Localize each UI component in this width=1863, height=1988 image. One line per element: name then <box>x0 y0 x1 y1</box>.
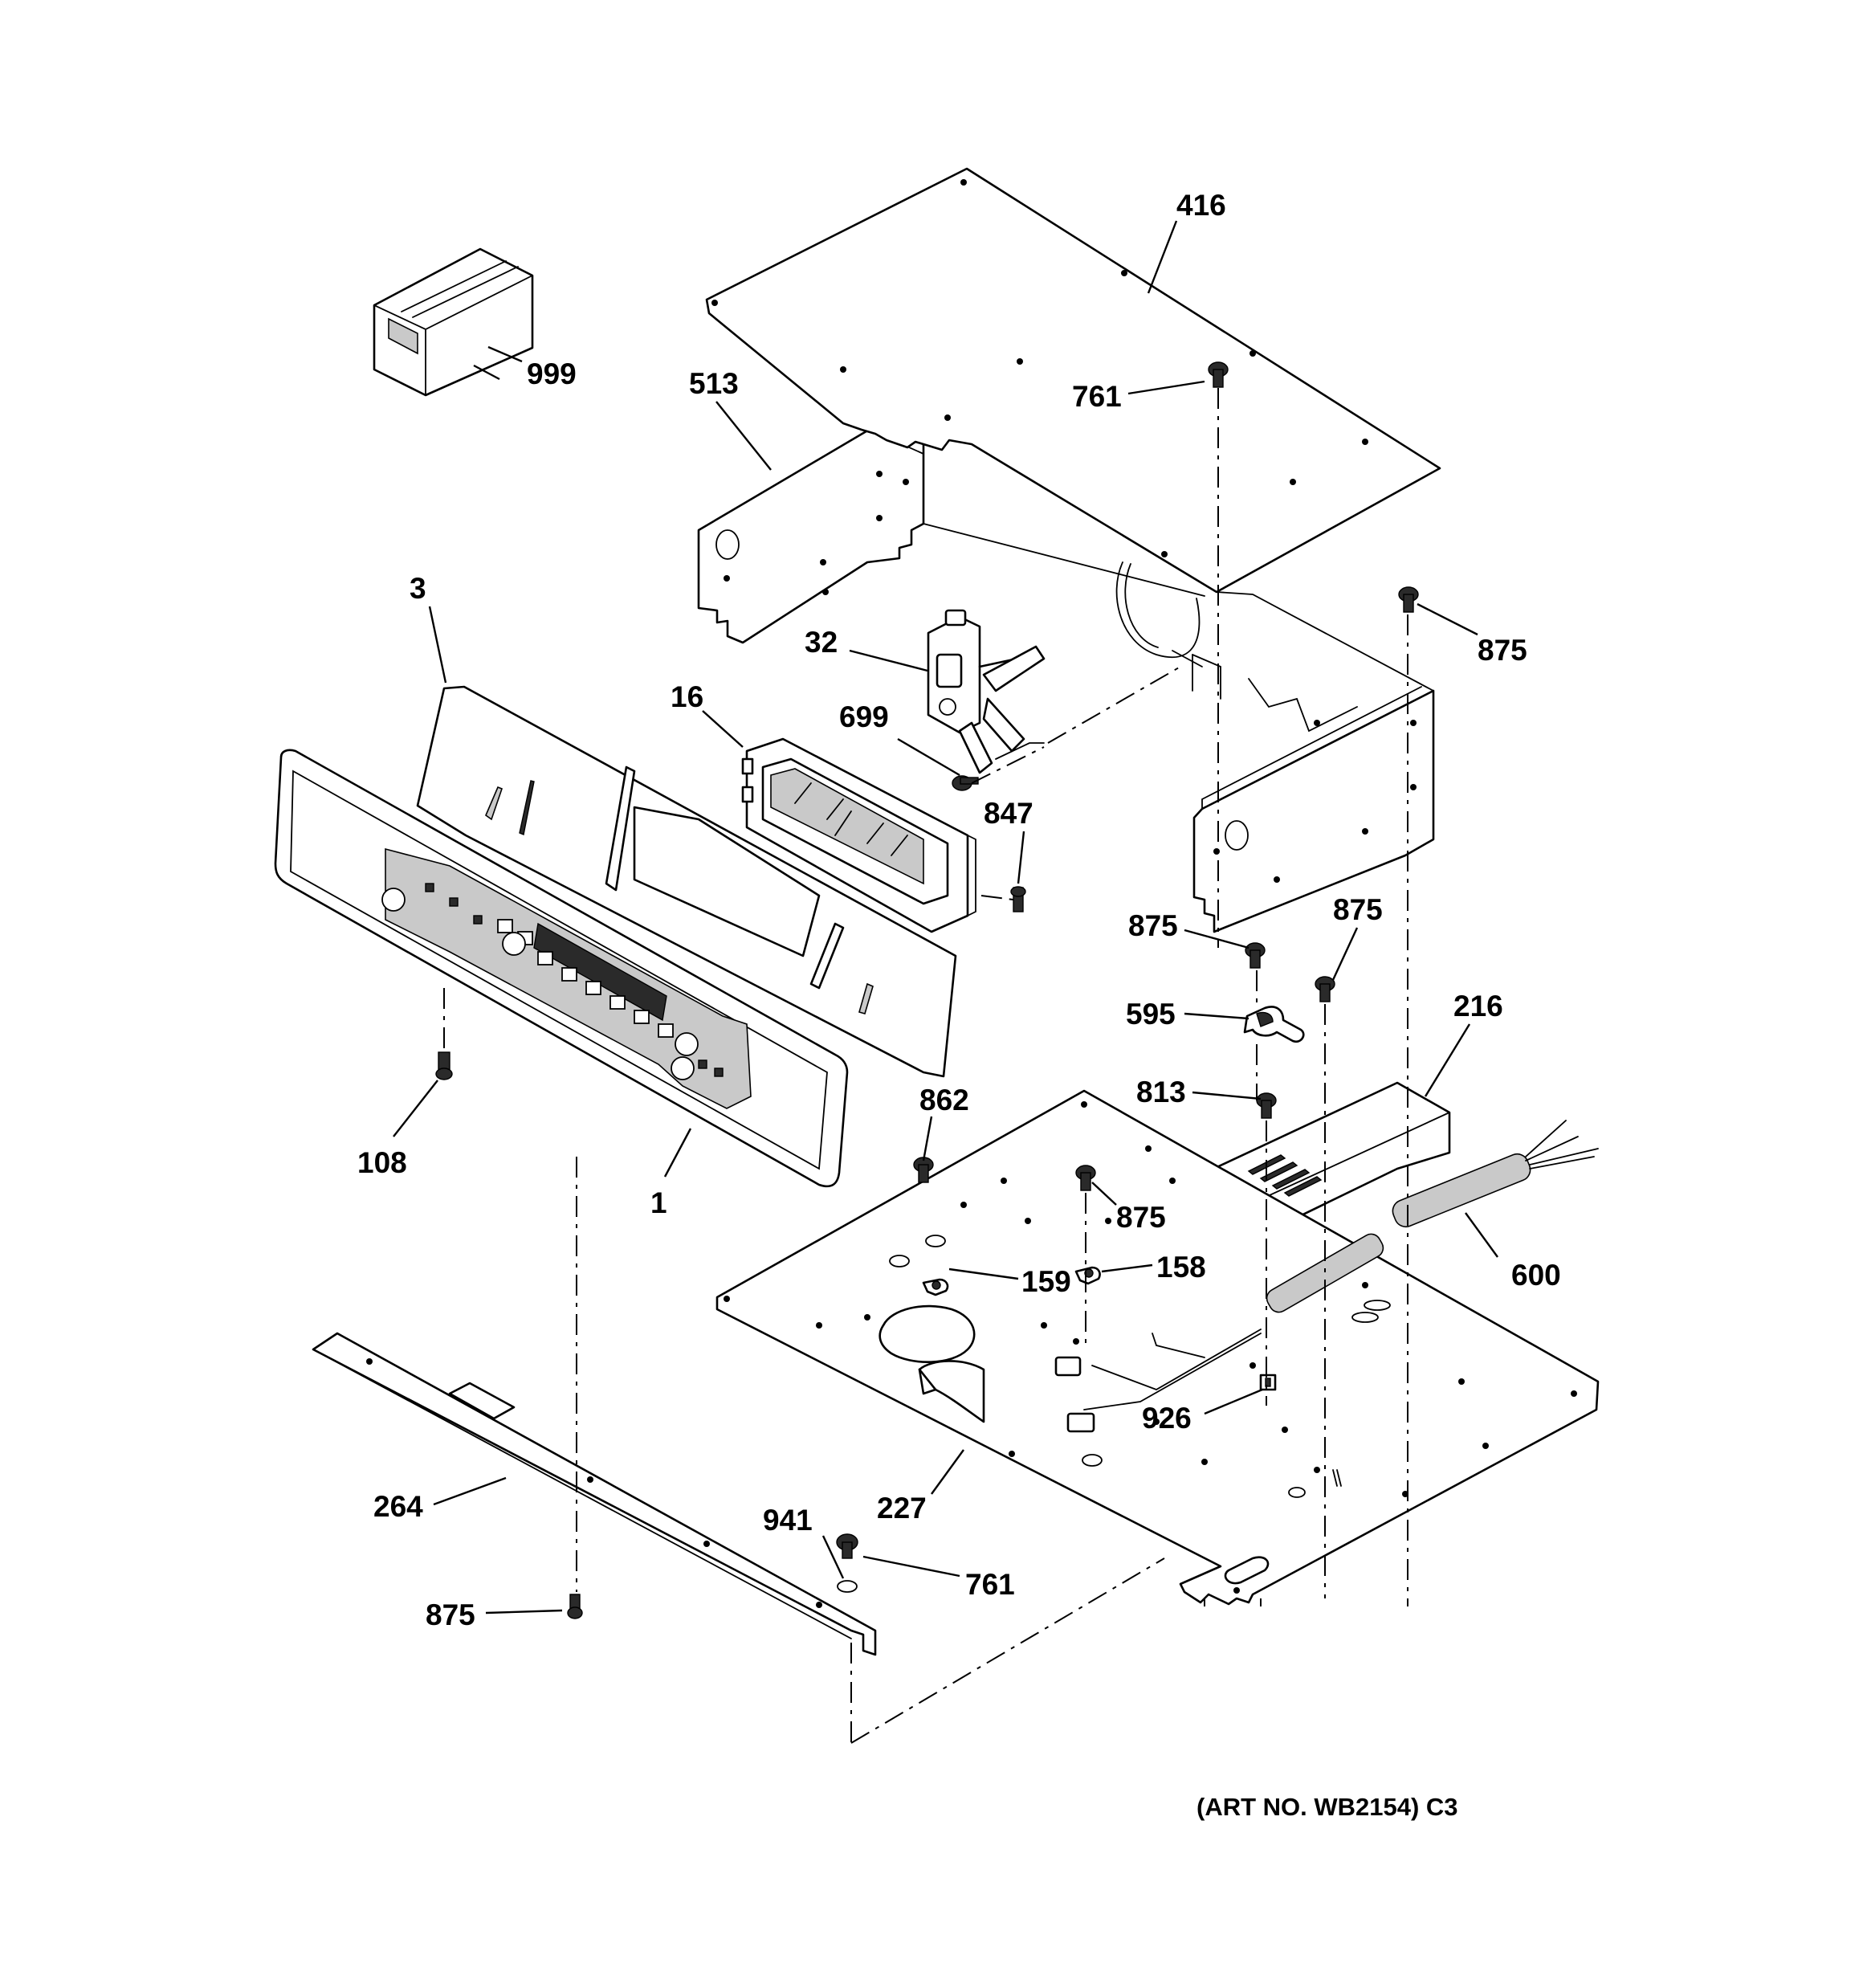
callout-941: 941 <box>763 1504 813 1537</box>
callout-264: 264 <box>373 1490 423 1523</box>
callout-1: 1 <box>650 1186 667 1219</box>
part-761-screw-bottom <box>836 1533 858 1559</box>
callout-875-plate: 875 <box>1116 1201 1166 1234</box>
callout-416: 416 <box>1176 189 1226 222</box>
callout-699: 699 <box>839 700 889 733</box>
callout-761-top: 761 <box>1072 380 1122 413</box>
callout-862: 862 <box>919 1084 969 1116</box>
callout-813: 813 <box>1136 1076 1186 1108</box>
part-862-clip <box>913 1157 934 1183</box>
part-999-carton <box>373 247 534 397</box>
callout-3: 3 <box>410 572 426 605</box>
part-761-screw-top <box>1208 361 1229 388</box>
part-32-fan-motor <box>927 609 1046 774</box>
art-number: (ART NO. WB2154) C3 <box>1196 1793 1458 1821</box>
part-227-bottom-plate <box>715 1089 1600 1606</box>
callout-875-bottom: 875 <box>426 1598 475 1631</box>
part-813-screw <box>1256 1092 1277 1119</box>
part-875-screw-mid-right <box>1315 976 1335 1002</box>
part-699-screw <box>952 775 979 791</box>
part-108-screw <box>435 1051 453 1080</box>
part-847-screw <box>1010 886 1026 912</box>
callout-227: 227 <box>877 1492 927 1525</box>
part-16-control-board <box>741 737 976 933</box>
part-159-thermostat <box>922 1278 949 1296</box>
part-926-clip <box>1259 1374 1277 1391</box>
part-right-side-panel <box>1192 591 1435 933</box>
callout-216: 216 <box>1453 990 1503 1023</box>
callout-159: 159 <box>1021 1265 1071 1298</box>
callout-158: 158 <box>1156 1251 1206 1284</box>
callout-108: 108 <box>357 1146 407 1179</box>
part-600-wire-harness <box>1054 1120 1599 1433</box>
callout-999: 999 <box>527 357 577 390</box>
callout-875-mid-right: 875 <box>1333 893 1383 926</box>
part-1-control-console <box>274 749 849 1188</box>
leader-lines <box>393 220 1498 1614</box>
callout-labels: 416 999 513 761 875 3 32 16 699 847 875 … <box>357 189 1561 1631</box>
part-595-clamp <box>1243 1006 1305 1043</box>
part-3-control-back-panel <box>416 685 957 1078</box>
callout-513: 513 <box>689 367 739 400</box>
callout-16: 16 <box>671 680 703 713</box>
callout-600: 600 <box>1511 1259 1561 1292</box>
callout-926: 926 <box>1142 1402 1192 1435</box>
part-941-washer <box>837 1580 858 1593</box>
part-875-screw-bottom <box>567 1594 583 1619</box>
callout-875-top-right: 875 <box>1478 634 1527 667</box>
callout-847: 847 <box>984 797 1033 830</box>
part-875-screw-top-right <box>1398 586 1419 613</box>
part-264-front-trim <box>312 1332 877 1656</box>
assembly-lines <box>443 388 1408 1744</box>
part-158-thermostat <box>1074 1266 1101 1285</box>
callout-595: 595 <box>1126 998 1176 1031</box>
part-416-top-cover <box>705 167 1441 594</box>
callout-875-mid: 875 <box>1128 909 1178 942</box>
callout-761-bottom: 761 <box>965 1568 1015 1601</box>
fan-opening <box>1115 561 1201 659</box>
part-875-clip-plate <box>1075 1165 1096 1191</box>
callout-32: 32 <box>805 626 838 659</box>
part-875-screw-mid <box>1245 942 1266 969</box>
